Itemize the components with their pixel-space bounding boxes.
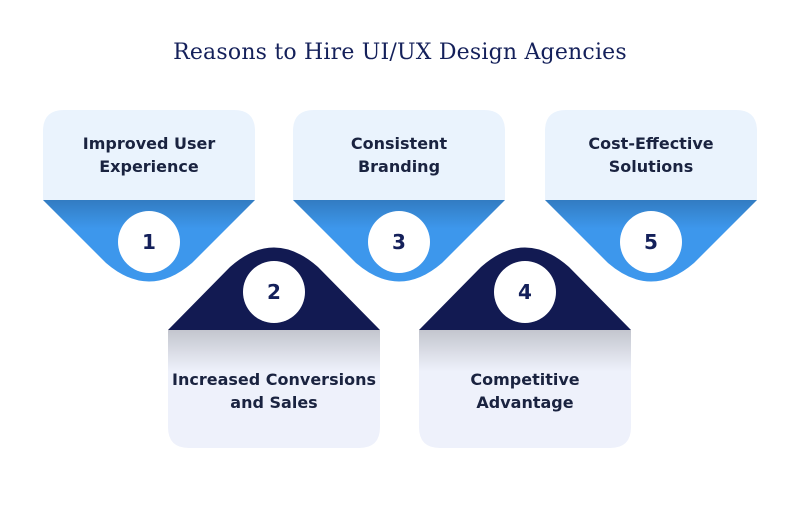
reason-1-label: Improved User Experience: [42, 132, 256, 178]
reason-1-label-line2: Experience: [99, 157, 199, 176]
reason-1-number-badge: 1: [118, 211, 180, 273]
reason-5-number-badge: 5: [620, 211, 682, 273]
reason-card-2: [168, 247, 380, 448]
reason-5-label-line1: Cost-Effective: [588, 134, 714, 153]
reason-4-label: Competitive Advantage: [418, 368, 632, 414]
reason-2-label: Increased Conversions and Sales: [167, 368, 381, 414]
reason-2-label-line2: and Sales: [230, 393, 318, 412]
reason-3-label: Consistent Branding: [292, 132, 506, 178]
reason-4-label-line1: Competitive: [470, 370, 580, 389]
diagram-title: Reasons to Hire UI/UX Design Agencies: [173, 40, 627, 65]
reason-3-label-line2: Branding: [357, 157, 441, 176]
reason-4-number-badge: 4: [494, 261, 556, 323]
reason-3-label-line1: Consistent: [350, 134, 448, 153]
reason-5-label: Cost-Effective Solutions: [544, 132, 758, 178]
reason-5-label-line2: Solutions: [608, 157, 694, 176]
reason-3-number-badge: 3: [368, 211, 430, 273]
reason-4-label-line2: Advantage: [476, 393, 574, 412]
reason-card-4: [419, 247, 631, 448]
reason-2-label-line1: Increased Conversions: [172, 370, 376, 389]
reason-2-number-badge: 2: [243, 261, 305, 323]
reason-1-label-line1: Improved User: [82, 134, 216, 153]
